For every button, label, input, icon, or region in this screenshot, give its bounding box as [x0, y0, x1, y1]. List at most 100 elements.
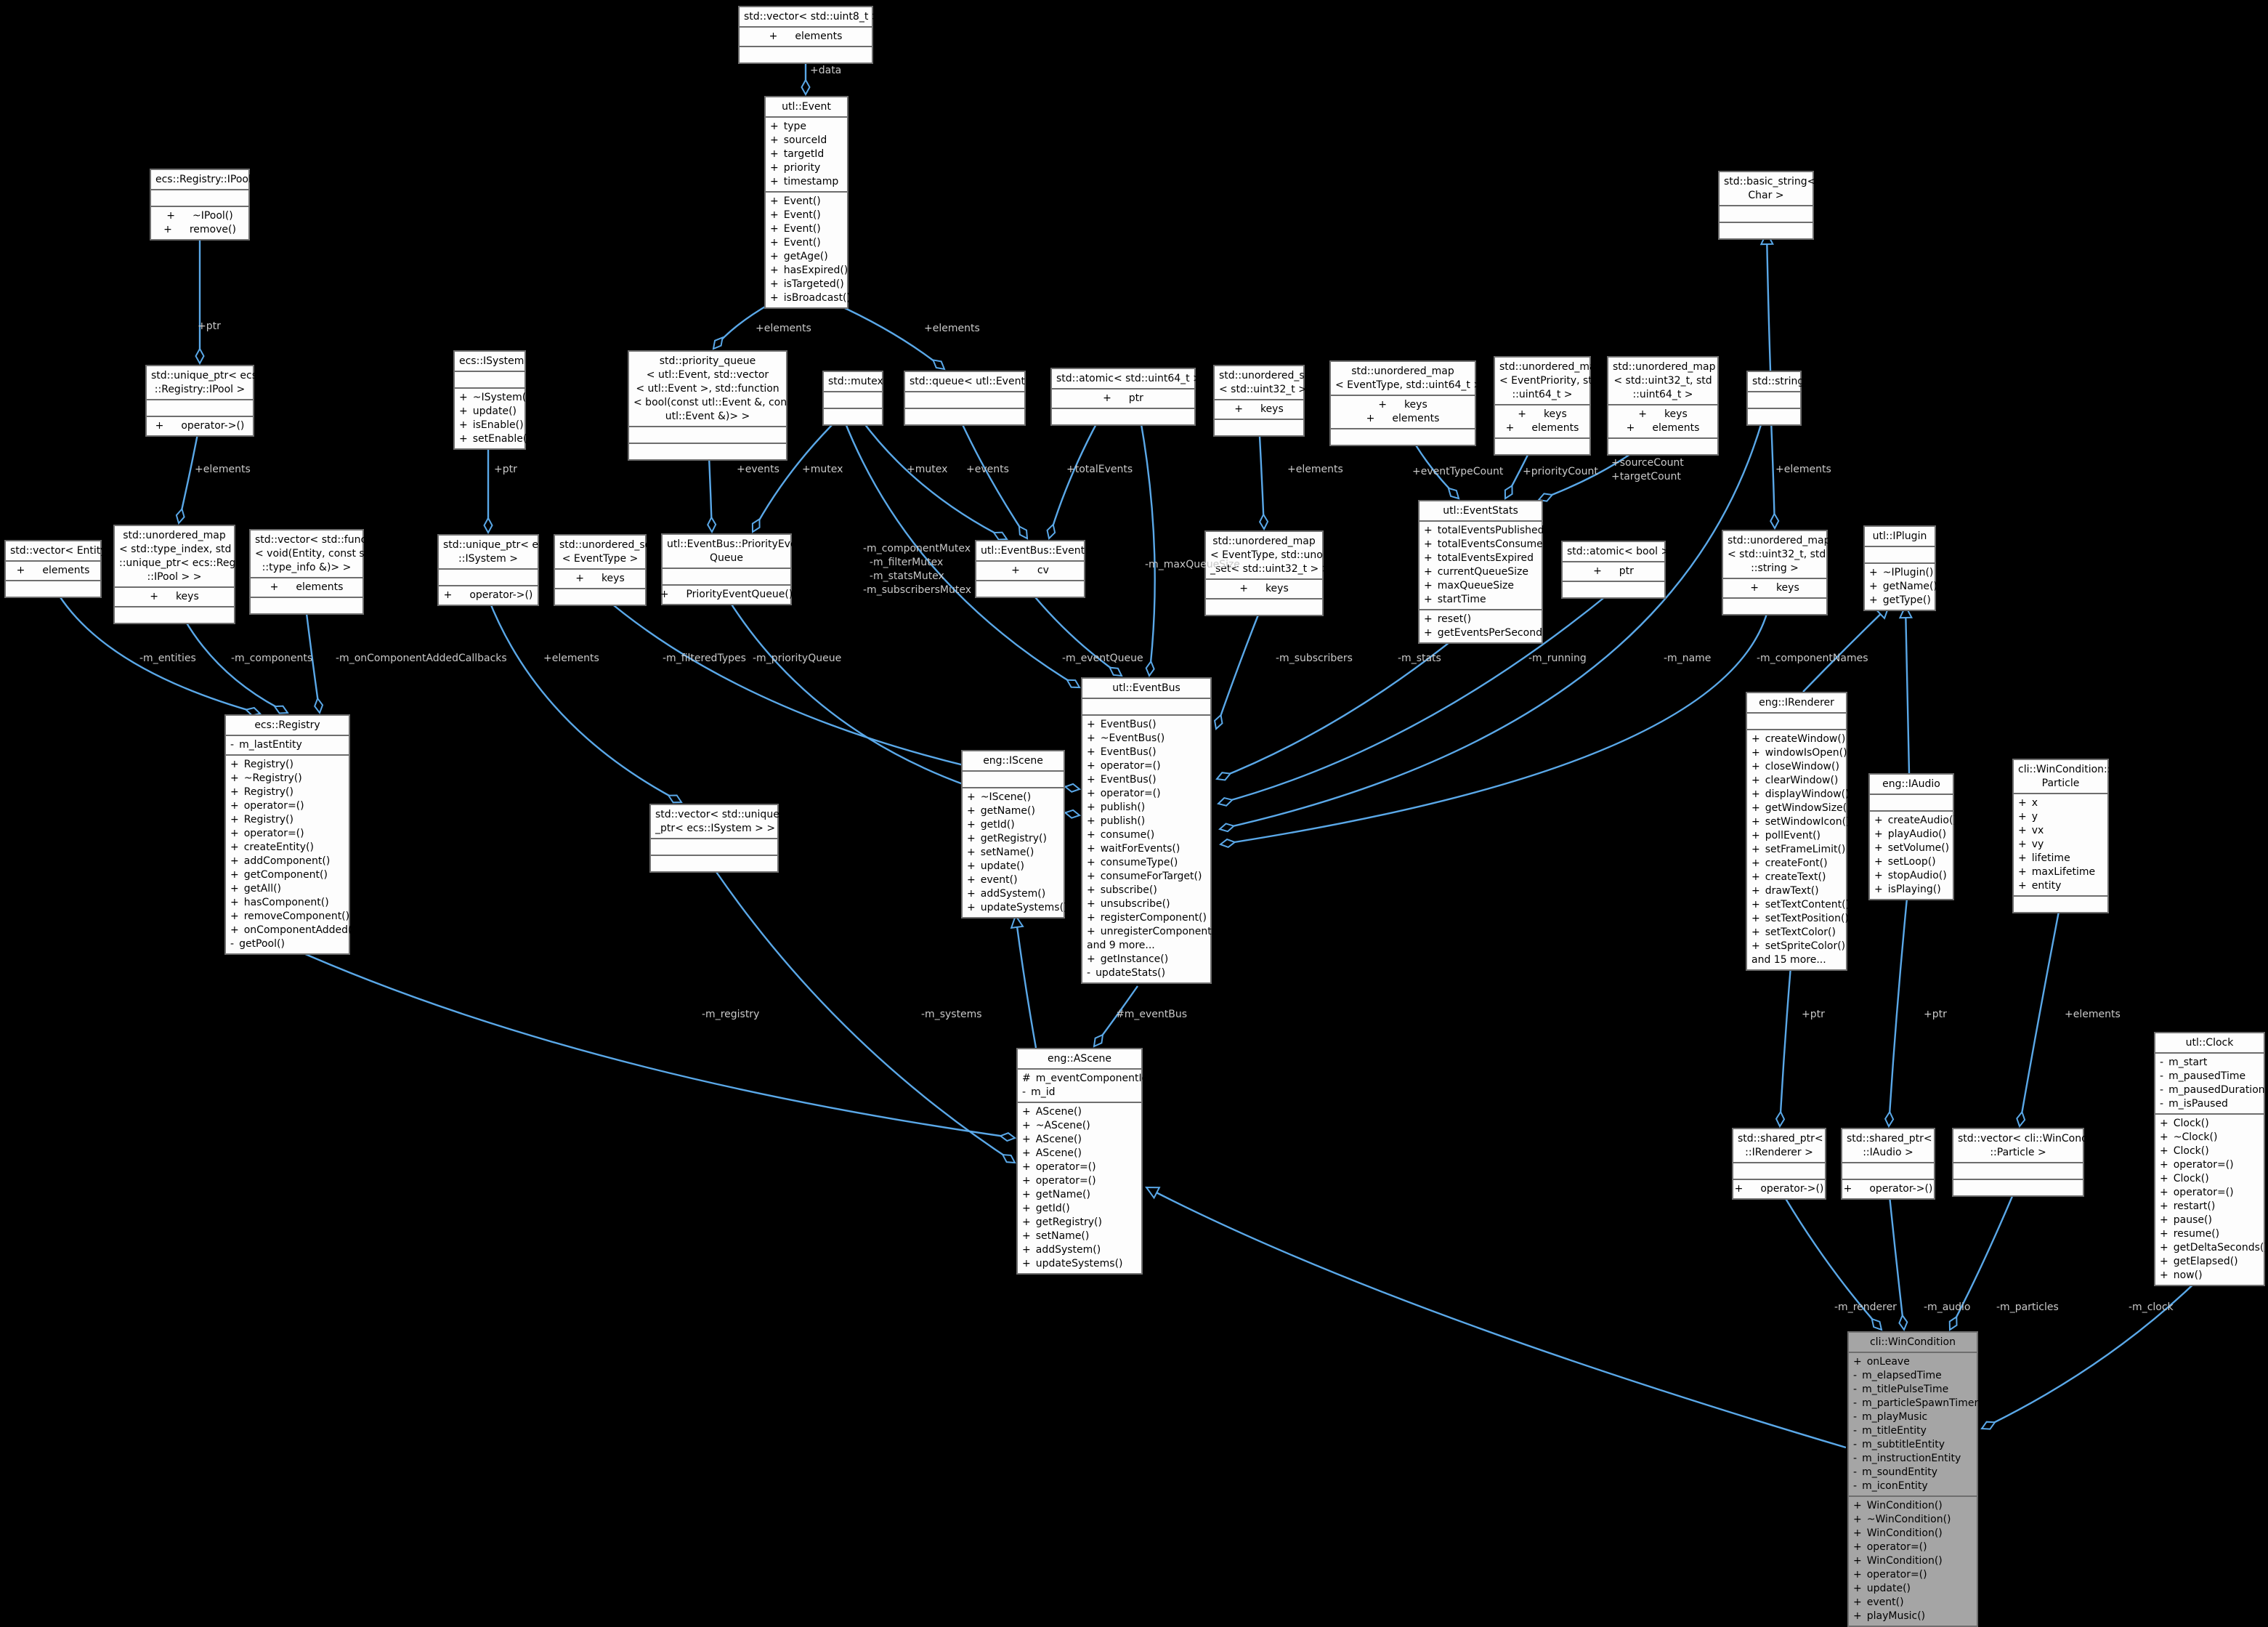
visibility-prefix: + [1751, 775, 1760, 786]
member-name: createAudio() [1887, 815, 1957, 826]
class-node-clock[interactable]: utl::Clock-m_start-m_pausedTime-m_paused… [2154, 1032, 2268, 1286]
member-row: +priority [766, 161, 847, 175]
member-row: +displayWindow() [1747, 788, 1850, 802]
class-title-line: std::queue< utl::Event > [910, 376, 1037, 387]
attributes-compartment [629, 426, 786, 443]
aggregation-edge-41 [1887, 1188, 1904, 1330]
class-node-vec-entity[interactable]: std::vector< Entity >+elements [4, 540, 118, 598]
member-row: +totalEventsPublished [1419, 524, 1544, 538]
class-node-wincondition[interactable]: cli::WinCondition+onLeave-m_elapsedTime-… [1847, 1331, 1978, 1627]
member-row: +~AScene() [1018, 1119, 1141, 1133]
class-node-umap-prio-u64[interactable]: std::unordered_map< EventPriority, std::… [1494, 356, 1602, 456]
class-node-isystem[interactable]: ecs::ISystem+~ISystem()+update()+isEnabl… [453, 350, 531, 450]
class-title-line: ecs::ISystem [459, 355, 525, 367]
member-name: getRegistry() [980, 833, 1047, 844]
operations-compartment: +createAudio()+playAudio()+setVolume()+s… [1870, 810, 1957, 899]
member-row: -m_titleEntity [1849, 1424, 1977, 1438]
edge-label: -m_entities [139, 653, 196, 664]
class-title-line: std::atomic< std::uint64_t > [1056, 373, 1202, 384]
class-node-atomic-u64[interactable]: std::atomic< std::uint64_t >+ptr [1050, 368, 1202, 426]
class-title: std::shared_ptr< eng::IRenderer > [1733, 1129, 1845, 1162]
class-node-umap-u32-u64[interactable]: std::unordered_map< std::uint32_t, std::… [1607, 356, 1719, 456]
class-node-eventbus[interactable]: utl::EventBus+EventBus()+~EventBus()+Eve… [1081, 677, 1220, 984]
class-node-ipool[interactable]: ecs::Registry::IPool+~IPool()+remove() [150, 169, 251, 241]
class-node-umap-u32-str[interactable]: std::unordered_map< std::uint32_t, std::… [1722, 530, 1830, 615]
visibility-prefix: + [1853, 1500, 1862, 1511]
class-node-uptr-ipool[interactable]: std::unique_ptr< ecs::Registry::IPool >+… [145, 365, 257, 437]
class-node-pqueue[interactable]: std::priority_queue< utl::Event, std::ve… [628, 350, 796, 461]
member-row: +operator->() [1733, 1182, 1825, 1196]
member-row: -m_iconEntity [1849, 1479, 1977, 1493]
member-row: +updateSystems() [963, 901, 1068, 915]
class-node-vec-func[interactable]: std::vector< std::function< void(Entity,… [249, 529, 386, 615]
member-row: +resume() [2155, 1227, 2264, 1241]
member-row: -m_particleSpawnTimer [1849, 1397, 1978, 1410]
class-node-utl-event[interactable]: utl::Event+type+sourceId+targetId+priori… [764, 96, 851, 309]
class-node-std-string[interactable]: std::string [1746, 371, 1804, 426]
visibility-prefix: + [1234, 403, 1243, 415]
class-node-iplugin[interactable]: utl::IPlugin+~IPlugin()+getName()+getTyp… [1863, 525, 1937, 611]
class-node-vec-systems[interactable]: std::vector< std::unique_ptr< ecs::ISyst… [649, 804, 779, 873]
class-node-vec-uint8[interactable]: std::vector< std::uint8_t >+elements [738, 6, 880, 64]
member-name: setEnable() [472, 433, 531, 445]
operations-compartment: +operator->() [1733, 1179, 1825, 1198]
edge-label: -m_stats [1398, 653, 1441, 664]
class-node-event-stats[interactable]: utl::EventStats+totalEventsPublished+tot… [1418, 500, 1550, 644]
member-row: +y [2014, 810, 2107, 824]
class-node-mutex[interactable]: std::mutex [822, 371, 883, 426]
class-node-queue-event[interactable]: std::queue< utl::Event > [904, 371, 1037, 426]
class-node-sptr-audio[interactable]: std::shared_ptr< eng::IAudio >+operator-… [1841, 1128, 1954, 1200]
visibility-prefix: + [1087, 953, 1095, 965]
member-row: +getName() [1865, 580, 1937, 594]
member-row: +Event() [766, 209, 847, 222]
class-title-line: std::mutex [828, 376, 883, 387]
class-node-uset-u32[interactable]: std::unordered_set< std::uint32_t >+keys [1213, 365, 1315, 437]
member-row: +registerComponent() [1082, 911, 1210, 925]
visibility-prefix: + [459, 433, 468, 445]
class-node-registry[interactable]: ecs::Registry-m_lastEntity+Registry()+~R… [224, 714, 356, 955]
member-row: +operator=() [1849, 1541, 1977, 1554]
class-node-basic-string[interactable]: std::basic_string<Char > [1718, 171, 1815, 240]
member-name: keys [1664, 408, 1688, 420]
member-name: ~EventBus() [1100, 732, 1165, 744]
visibility-prefix: + [1022, 1120, 1031, 1131]
class-title: utl::EventBus [1082, 679, 1210, 698]
class-node-umap-pools[interactable]: std::unordered_map< std::type_index, std… [113, 525, 258, 624]
class-title-line: utl::Event [782, 101, 831, 113]
member-row: -updateStats() [1082, 966, 1210, 980]
class-node-ascene[interactable]: eng::AScene#m_eventComponentId-m_id+ASce… [1016, 1048, 1149, 1275]
class-title-line: ::uint64_t > [1632, 389, 1693, 400]
operations-compartment [1953, 1179, 2083, 1195]
class-node-iscene[interactable]: eng::IScene+~IScene()+getName()+getId()+… [961, 750, 1068, 919]
class-node-umap-evtype-u64[interactable]: std::unordered_map< EventType, std::uint… [1329, 360, 1482, 446]
member-name: subscribe() [1100, 884, 1157, 896]
class-node-particle[interactable]: cli::WinCondition::Particle+x+y+vx+vy+li… [2012, 759, 2110, 913]
class-node-atomic-bool[interactable]: std::atomic< bool >+ptr [1561, 541, 1669, 599]
operations-compartment [1748, 408, 1800, 424]
inheritance-edge-34 [1016, 916, 1037, 1049]
member-row: +event() [963, 873, 1064, 887]
visibility-prefix: + [1751, 871, 1760, 883]
member-name: m_lastEntity [239, 739, 302, 751]
class-node-irenderer[interactable]: eng::IRenderer+createWindow()+windowIsOp… [1746, 692, 1851, 971]
class-node-evq[interactable]: utl::EventBus::EventQueue+cv [975, 540, 1118, 598]
class-node-vec-particles[interactable]: std::vector< cli::WinCondition::Particle… [1952, 1128, 2110, 1197]
edge-label: +events [966, 464, 1009, 475]
member-row: +~Clock() [2155, 1131, 2264, 1144]
class-node-iaudio[interactable]: eng::IAudio+createAudio()+playAudio()+se… [1868, 773, 1957, 900]
member-name: setLoop() [1887, 856, 1936, 868]
member-name: playAudio() [1887, 828, 1947, 840]
member-row: +consume() [1082, 828, 1210, 842]
visibility-prefix: + [163, 224, 172, 235]
class-title-line: < std::uint32_t, std [1728, 549, 1826, 560]
class-title: std::unordered_map< std::uint32_t, std::… [1608, 358, 1717, 404]
member-name: ptr [1619, 565, 1634, 577]
class-node-uptr-isystem[interactable]: std::unique_ptr< ecs::ISystem >+operator… [437, 534, 549, 606]
class-node-umap-subs[interactable]: std::unordered_map< EventType, std::unor… [1204, 530, 1356, 616]
aggregation-edge-37 [1780, 966, 1792, 1126]
class-node-sptr-renderer[interactable]: std::shared_ptr< eng::IRenderer >+operat… [1732, 1128, 1845, 1200]
member-row: +Clock() [2155, 1117, 2264, 1131]
class-node-uset-evtype[interactable]: std::unordered_set< EventType >+keys [554, 534, 655, 606]
aggregation-edge-2 [835, 302, 944, 369]
